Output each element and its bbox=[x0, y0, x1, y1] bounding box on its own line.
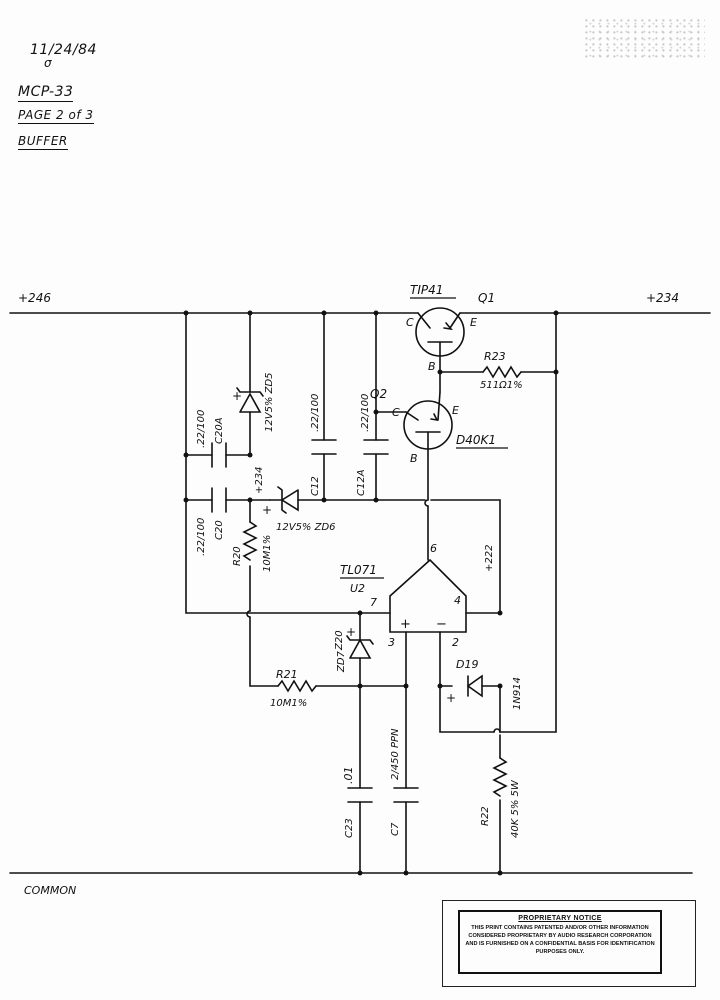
notice-title: PROPRIETARY NOTICE bbox=[518, 915, 602, 922]
r20-name: R20 bbox=[232, 546, 243, 566]
left-bus bbox=[185, 312, 391, 614]
c12-value: .22/100 bbox=[310, 394, 321, 432]
zd5-symbol bbox=[236, 387, 264, 413]
r22-name: R22 bbox=[480, 806, 491, 826]
rail-input-label: +246 bbox=[18, 291, 51, 305]
zd7-name: ZD7 bbox=[336, 650, 347, 673]
u2-pin6: 6 bbox=[430, 542, 437, 555]
c20-name: C20 bbox=[214, 520, 225, 540]
u2-opamp bbox=[389, 558, 467, 633]
r23-name: R23 bbox=[484, 350, 506, 363]
zd6-value: 12V5% ZD6 bbox=[276, 522, 336, 533]
c7-value: 2/450 PPN bbox=[390, 728, 401, 780]
r23-resistor bbox=[482, 365, 522, 379]
section-label: BUFFER bbox=[18, 134, 68, 150]
c20a-name: C20A bbox=[214, 417, 225, 444]
d19-plus: + bbox=[446, 691, 456, 705]
rail-output-label: +234 bbox=[646, 291, 679, 305]
scan-noise bbox=[585, 18, 705, 58]
u2-plus: + bbox=[400, 617, 411, 632]
u2-pin2: 2 bbox=[452, 636, 459, 649]
r20-value: 10M1% bbox=[262, 535, 273, 572]
initial-mark: σ bbox=[44, 56, 53, 70]
zd6-plus: + bbox=[262, 503, 272, 517]
r22-resistor bbox=[492, 757, 508, 797]
c20-value: .22/100 bbox=[196, 518, 207, 556]
zd7-symbol bbox=[346, 635, 374, 659]
u2-pin7: 7 bbox=[370, 596, 377, 609]
u2-pin4: 4 bbox=[454, 594, 461, 607]
rail-common-label: COMMON bbox=[24, 884, 76, 897]
u2-minus: − bbox=[436, 617, 447, 632]
zd5-plus: + bbox=[232, 389, 242, 403]
q2-b: B bbox=[410, 452, 418, 465]
u2-part: TL071 bbox=[340, 563, 377, 577]
q2-part: D40K1 bbox=[456, 433, 496, 447]
c7-name: C7 bbox=[390, 822, 401, 836]
r22-value: 40K 5% 5W bbox=[510, 779, 521, 838]
c12a-name: C12A bbox=[356, 469, 367, 496]
u2-name: U2 bbox=[350, 582, 365, 595]
notice-frame bbox=[442, 900, 696, 987]
notice-body: This print contains patented and/or othe… bbox=[465, 925, 655, 955]
date-label: 11/24/84 bbox=[30, 42, 97, 58]
q2-c: C bbox=[392, 406, 400, 419]
d19-name: D19 bbox=[456, 658, 478, 671]
d19-symbol bbox=[466, 674, 483, 698]
zd5-value: 12V5% ZD5 bbox=[264, 372, 275, 432]
proprietary-notice: PROPRIETARY NOTICE This print contains p… bbox=[458, 910, 662, 974]
r23-value: 511Ω1% bbox=[480, 380, 523, 391]
r21-resistor bbox=[277, 679, 317, 693]
c20a-value: .22/100 bbox=[196, 410, 207, 448]
u2-pin3: 3 bbox=[388, 636, 395, 649]
c23-name: C23 bbox=[344, 818, 355, 838]
zd6-symbol bbox=[277, 486, 299, 514]
r21-value: 10M1% bbox=[270, 698, 307, 709]
r20-resistor bbox=[242, 521, 258, 561]
q1-c: C bbox=[406, 316, 414, 329]
page-label: PAGE 2 of 3 bbox=[18, 108, 94, 124]
q2-name: Q2 bbox=[370, 387, 387, 401]
q1-name: Q1 bbox=[478, 291, 495, 305]
c23-value: .01 bbox=[342, 767, 355, 785]
q1-part: TIP41 bbox=[410, 283, 443, 297]
q1-e: E bbox=[470, 316, 477, 329]
u2-node: +222 bbox=[484, 545, 495, 572]
r21-name: R21 bbox=[276, 668, 298, 681]
zd7-plus: + bbox=[346, 625, 356, 639]
d19-part: 1N914 bbox=[512, 677, 523, 710]
model-label: MCP-33 bbox=[18, 84, 74, 102]
q2-e: E bbox=[452, 404, 459, 417]
zd7-value: Z20 bbox=[334, 630, 345, 651]
q1-b: B bbox=[428, 360, 436, 373]
c12a-value: .22/100 bbox=[360, 394, 371, 432]
junction-dots bbox=[183, 310, 559, 876]
c12-name: C12 bbox=[310, 476, 321, 496]
zd5-node: +234 bbox=[254, 467, 265, 494]
